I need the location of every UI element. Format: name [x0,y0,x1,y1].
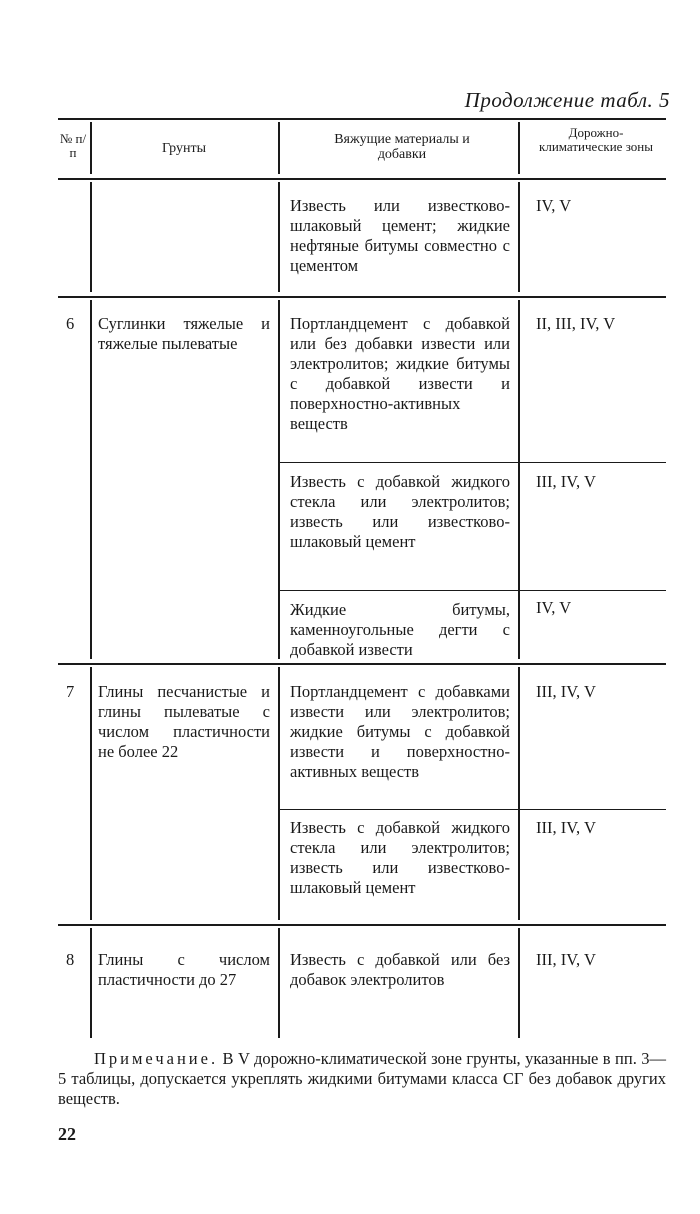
column-rule [518,300,520,659]
zones-cell: II, III, IV, V [536,314,616,333]
page-number: 22 [58,1124,76,1144]
column-rule [90,928,92,1038]
column-rule [518,928,520,1038]
footnote: Примечание. В V дорожно-климатической зо… [58,1049,666,1109]
header-soil: Грунты [161,141,207,156]
column-rule [518,182,520,292]
binder-cell: Жидкие битумы, каменноугольные дегти с д… [290,600,510,659]
column-rule [90,182,92,292]
column-rule [278,300,280,659]
zones-cell: III, IV, V [536,682,596,701]
header-zones: Дорожно-климатические зоны [539,125,653,154]
subrow-separator [280,809,666,810]
column-rule [518,667,520,920]
column-rule [90,300,92,659]
zones-cell: III, IV, V [536,950,596,969]
note-text: В V дорожно-климатической зоне грунты, у… [58,1049,666,1108]
column-rule [90,667,92,920]
zones-cell: III, IV, V [536,818,596,837]
column-rule [278,928,280,1038]
row-number: 8 [66,950,75,969]
soil-cell: Глины песчанистые и глины пылеватые с чи… [98,682,270,761]
column-rule [278,667,280,920]
table-top-rule [58,118,666,120]
row-separator [58,296,666,298]
header-binders: Вяжущие материалы и добавки [334,132,470,162]
soil-cell: Суглинки тяжелые и тяжелые пылеватые [98,314,270,353]
row-number: 7 [66,682,75,701]
subrow-separator [280,462,666,463]
binder-cell: Известь с добавкой жидкого стекла или эл… [290,472,510,551]
row-separator [58,663,666,665]
column-rule [518,122,520,174]
header-bottom-rule [58,178,666,180]
zones-cell: IV, V [536,598,572,617]
soil-cell: Глины с числом пластичности до 27 [98,950,270,989]
binder-cell: Известь с добавкой жидкого стекла или эл… [290,818,510,897]
column-rule [90,122,92,174]
column-rule [278,182,280,292]
binder-cell: Известь с добавкой или без добавок элект… [290,950,510,989]
column-rule [278,122,280,174]
subrow-separator [280,590,666,591]
binder-cell: Портландцемент с добавками извести или э… [290,682,510,781]
zones-cell: IV, V [536,196,572,215]
note-label: Примечание. [94,1049,219,1068]
zones-cell: III, IV, V [536,472,596,491]
row-number: 6 [66,314,75,333]
binder-cell: Портландцемент с добавкой или без добавк… [290,314,510,433]
header-num: № п/п [59,131,87,160]
row-separator [58,924,666,926]
table-caption: Продолжение табл. 5 [464,88,670,112]
binder-cell: Известь или известково-шлаковый цемент; … [290,196,510,275]
